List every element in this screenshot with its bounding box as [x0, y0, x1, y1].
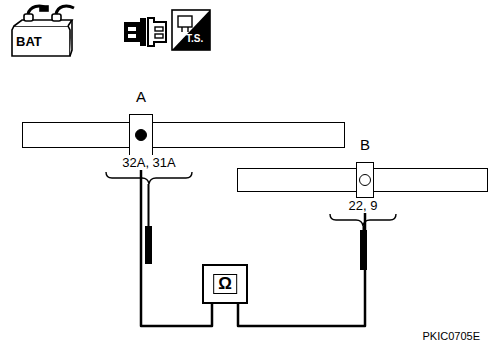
pin-numbers: 22, 9	[347, 198, 380, 213]
battery-label: BAT	[12, 26, 70, 56]
connector-b: B	[237, 168, 488, 192]
ts-icon	[172, 10, 210, 50]
probe	[360, 230, 367, 270]
connector-icon	[124, 18, 166, 46]
terminal	[129, 114, 153, 156]
node-label: Ω	[213, 274, 237, 294]
probe	[145, 226, 152, 264]
brace	[106, 172, 192, 184]
node-label: T.S.	[186, 34, 203, 44]
node-label: A	[136, 89, 146, 104]
ohmmeter: Ω	[202, 264, 248, 304]
brace	[330, 214, 396, 226]
terminal-dot	[135, 129, 147, 141]
ts-label: T.S.	[172, 10, 210, 50]
node-label: BAT	[16, 35, 42, 48]
pin-numbers: 32A, 31A	[120, 155, 178, 170]
battery-icon	[12, 6, 74, 56]
node-label: B	[360, 137, 370, 152]
terminal-ring	[359, 174, 371, 186]
connector-a: A	[22, 122, 345, 148]
terminal	[356, 162, 374, 198]
figure-code: PKIC0705E	[421, 330, 482, 342]
